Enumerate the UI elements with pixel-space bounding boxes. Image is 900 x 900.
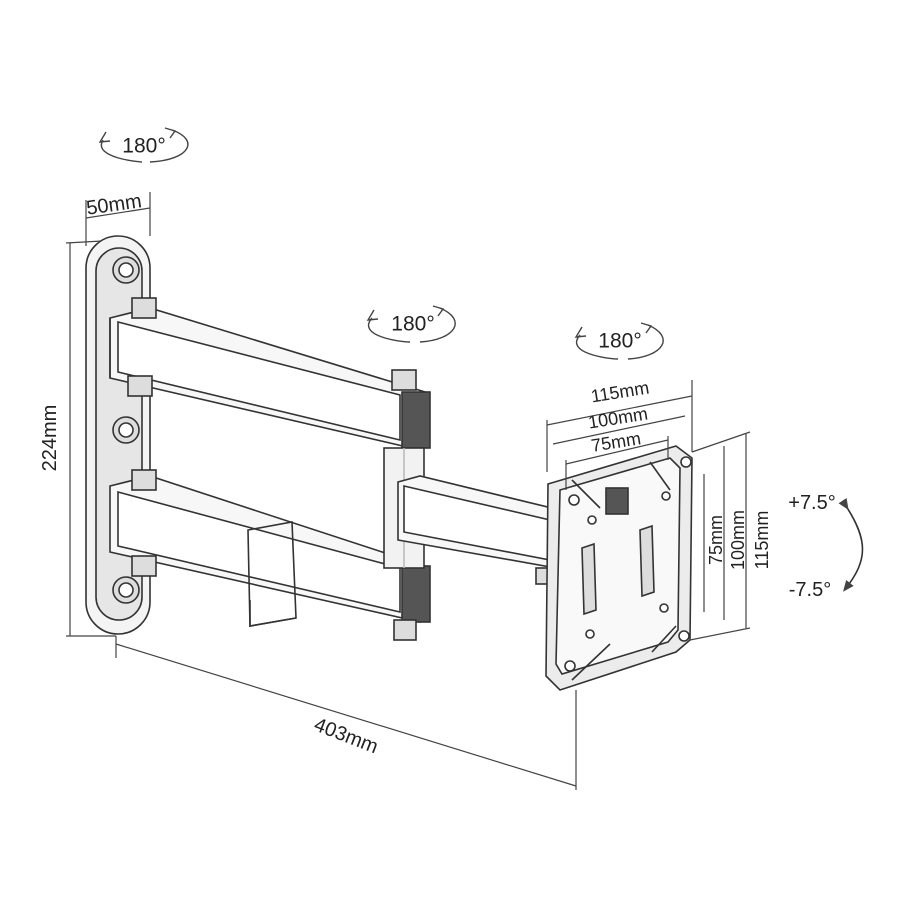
tilt-arc [838, 498, 864, 592]
dim-label-vesa-v-115: 115mm [752, 510, 772, 570]
dim-label-plate-height: 224mm [39, 404, 61, 472]
rotation-label-arm: 180° [391, 312, 435, 336]
vesa-plate [545, 445, 693, 691]
tilt-label-down: -7.5° [788, 579, 832, 601]
rotation-label-head: 180° [598, 329, 642, 353]
tilt-label-up: +7.5° [788, 492, 836, 514]
dim-label-vesa-v-100: 100mm [728, 509, 748, 571]
upper-arm [109, 297, 431, 451]
rotation-arrow-arm [366, 305, 456, 343]
dim-403mm [115, 636, 577, 790]
dim-label-vesa-v-75: 75mm [706, 514, 726, 566]
rotation-arrow-wall [98, 127, 189, 163]
rotation-arrow-head [574, 322, 664, 360]
lower-arm [109, 469, 431, 641]
rotation-label-wall: 180° [122, 134, 166, 158]
dim-vesa-vertical [689, 431, 751, 641]
dim-vesa-horizontal [546, 380, 693, 490]
dim-50mm [85, 192, 151, 246]
